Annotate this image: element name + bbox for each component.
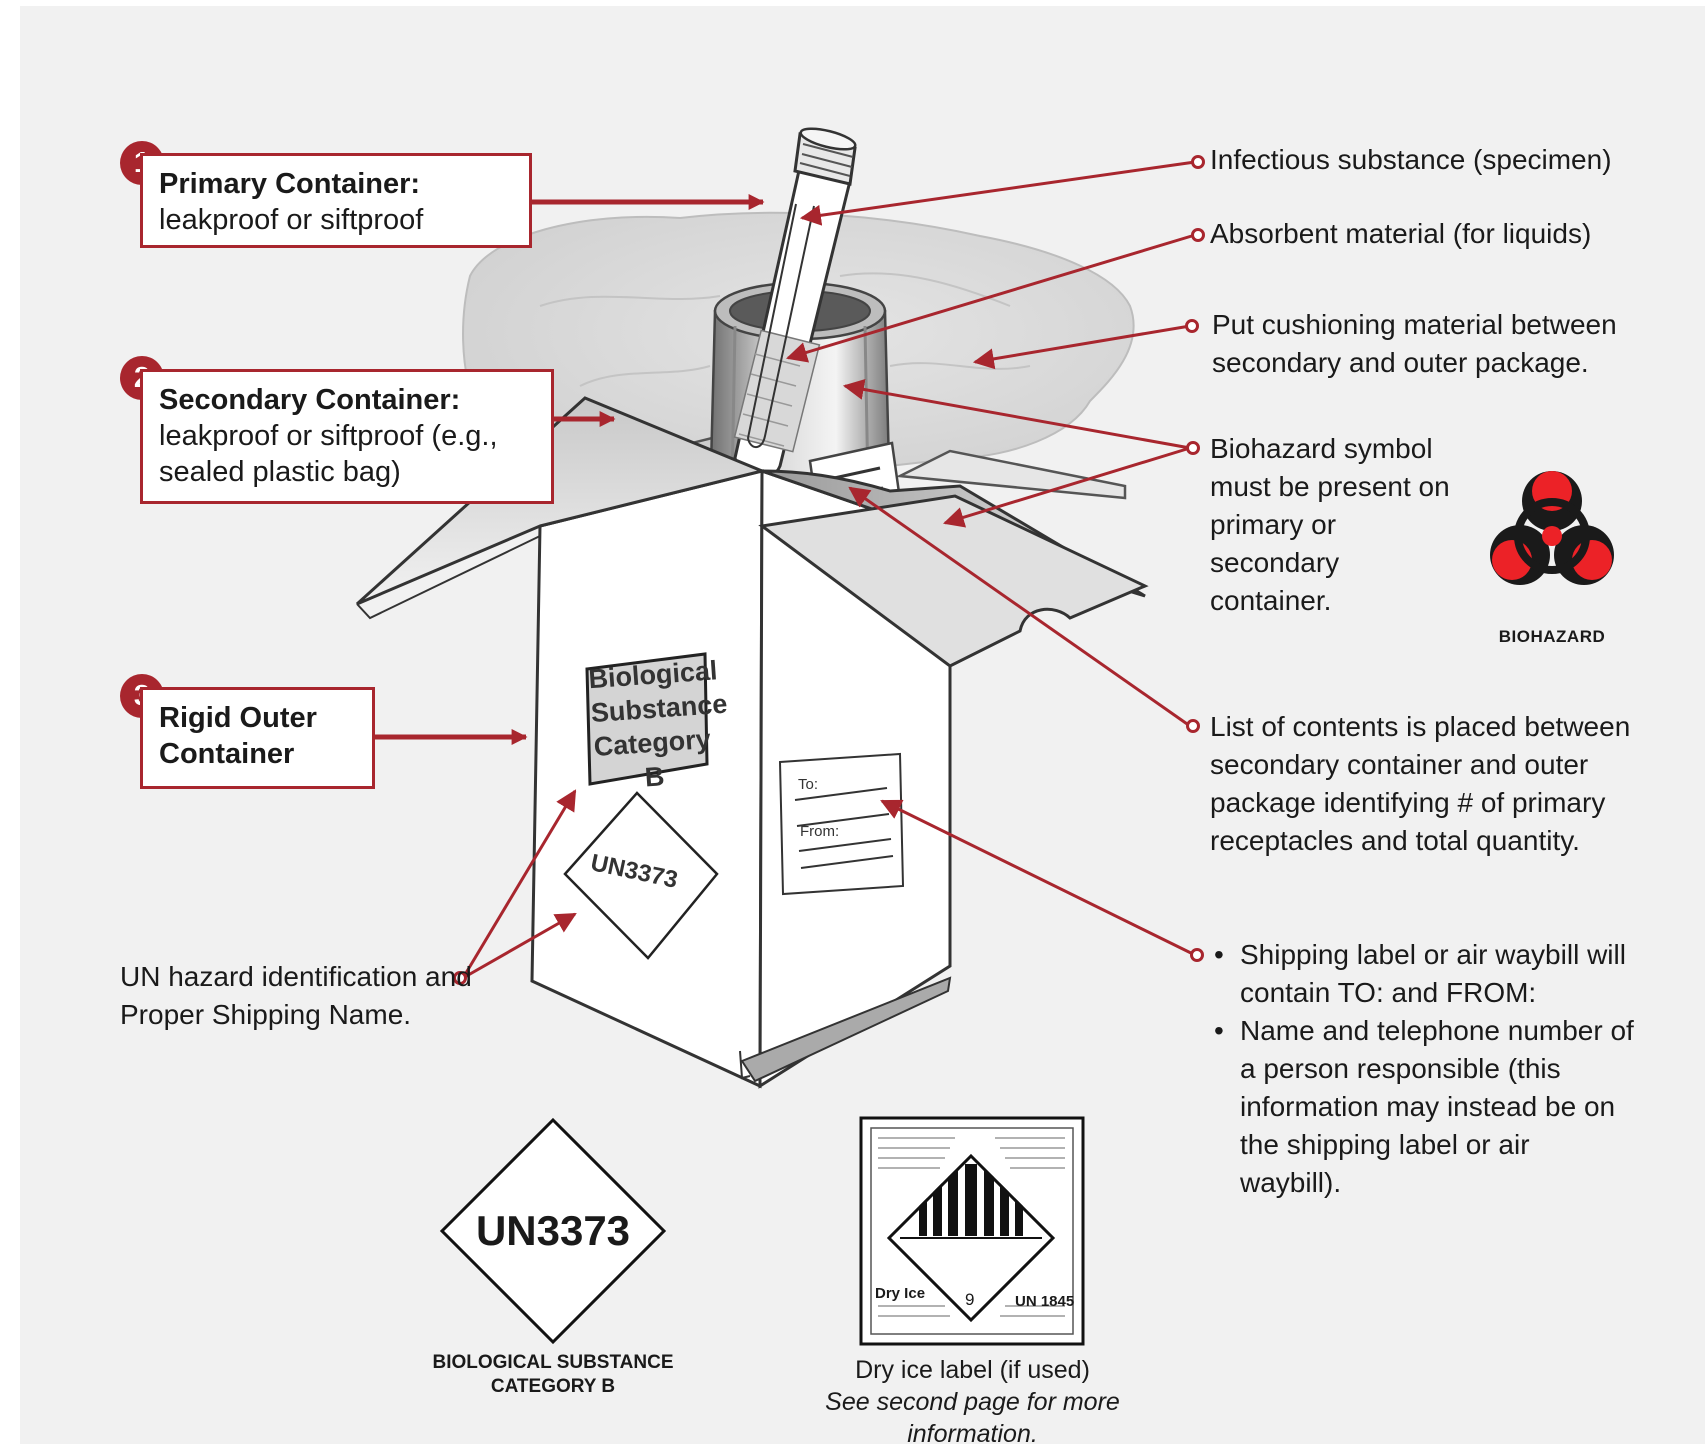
un-hazard-label: UN hazard identification and Proper Ship… xyxy=(120,961,472,1030)
step-2-box: Secondary Container: leakproof or siftpr… xyxy=(140,369,554,504)
absorbent-material-label: Absorbent material (for liquids) xyxy=(1210,218,1592,249)
shipping-bullet-1: Shipping label or air waybill will conta… xyxy=(1208,936,1638,1012)
box-bio-label xyxy=(585,652,709,786)
cushioning-material-label: Put cushioning material between secondar… xyxy=(1212,309,1617,378)
step-1-desc: leakproof or siftproof xyxy=(159,204,424,236)
packaging-illustration xyxy=(355,127,1614,1346)
un3373-diamond xyxy=(439,1117,667,1345)
step-arrows xyxy=(373,193,765,746)
infectious-substance-label: Infectious substance (specimen) xyxy=(1210,144,1612,175)
biohazard-symbol-label: Biohazard symbol must be present on prim… xyxy=(1210,433,1450,616)
step-3-box: Rigid Outer Container xyxy=(140,687,375,789)
un3373-code: UN3373 xyxy=(475,1207,631,1254)
shipping-bullet-2: Name and telephone number of a person re… xyxy=(1208,1012,1638,1202)
un3373-caption: BIOLOGICAL SUBSTANCE CATEGORY B xyxy=(432,1352,674,1397)
dry-ice-name: Dry Ice xyxy=(875,1285,926,1302)
box-shipping-label xyxy=(778,752,905,896)
step-1-box: Primary Container: leakproof or siftproo… xyxy=(140,153,532,248)
callout-lines xyxy=(461,160,1196,980)
contents-list-label: List of contents is placed between secon… xyxy=(1210,711,1631,856)
box-from-label: From: xyxy=(800,823,840,840)
step-3-title: Rigid Outer Container xyxy=(159,702,317,770)
shipping-info-list: Shipping label or air waybill will conta… xyxy=(1208,936,1638,1202)
dry-ice-un-number: UN 1845 xyxy=(1015,1293,1075,1310)
biohazard-symbol xyxy=(1490,471,1614,585)
box-to-label: To: xyxy=(798,776,819,793)
step-1-title: Primary Container: xyxy=(159,168,421,200)
step-2-desc: leakproof or siftproof (e.g., sealed pla… xyxy=(159,420,498,488)
biohazard-label-text: BIOHAZARD xyxy=(1498,627,1606,646)
dry-ice-label xyxy=(859,1116,1085,1346)
biohazard-label: BIOHAZARD xyxy=(1468,431,1636,661)
dry-ice-caption: Dry ice label (if used) See second page … xyxy=(825,1356,1120,1444)
diagram-canvas: 1 Primary Container: leakproof or siftpr… xyxy=(20,6,1705,1444)
callout-dots xyxy=(453,155,1205,985)
step-2-title: Secondary Container: xyxy=(159,384,461,416)
dry-ice-class: 9 xyxy=(965,1290,975,1309)
box-un-diamond xyxy=(563,791,719,960)
box-bio-label-text: Biological Substance Category B xyxy=(587,655,729,793)
